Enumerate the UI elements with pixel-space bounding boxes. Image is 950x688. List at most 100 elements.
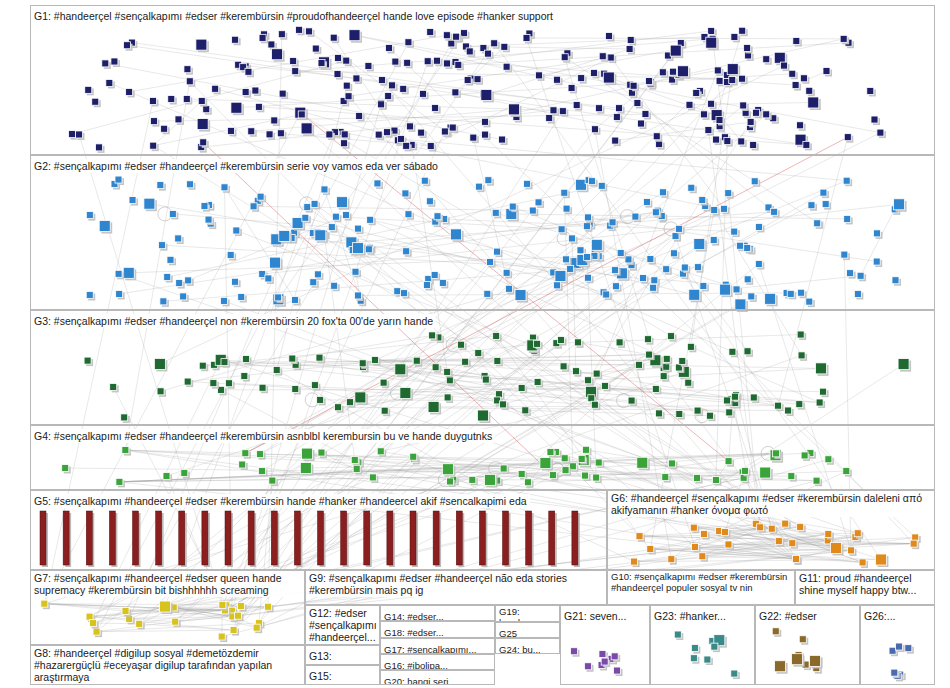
vertex: [149, 97, 156, 104]
tie-line: [224, 187, 295, 300]
vertex: [355, 392, 366, 403]
vertex: [404, 59, 411, 66]
vertex: [540, 458, 551, 469]
vertex: [474, 76, 481, 83]
vertex: [90, 620, 97, 627]
vertex: [601, 658, 608, 665]
tie-line: [596, 453, 776, 477]
vertex: [462, 358, 469, 365]
tie-line: [154, 113, 756, 121]
vertex: [86, 613, 93, 620]
vertex: [670, 250, 677, 257]
vertex: [218, 633, 225, 640]
group-title: G18: #edser...: [381, 627, 447, 638]
vertex: [423, 282, 430, 289]
vertex: [792, 555, 799, 562]
vertex: [699, 553, 706, 560]
vertex: [663, 266, 670, 273]
vertex: [169, 210, 176, 217]
vertex: [822, 201, 829, 208]
vertex: [115, 176, 122, 183]
vertex-shadow: [602, 291, 609, 298]
vertex: [567, 265, 574, 272]
vertex: [844, 134, 851, 141]
group-title: G26:...: [861, 609, 899, 623]
vertex: [378, 77, 385, 84]
vertex: [455, 61, 462, 68]
group-title: G10: #sençalkapımı #edser #kerembürsin #…: [608, 571, 794, 594]
vertex: [241, 373, 248, 380]
tie-line: [105, 63, 502, 139]
vertex: [744, 276, 751, 283]
vertex: [402, 190, 409, 197]
vertex: [123, 267, 134, 278]
vertex: [232, 278, 239, 285]
vertex: [710, 237, 717, 244]
vertex: [275, 294, 282, 301]
vertex: [353, 466, 360, 473]
vertex: [310, 279, 317, 286]
vertex-column: [156, 511, 162, 565]
vertex: [891, 669, 898, 676]
vertex: [175, 235, 182, 242]
vertex: [785, 407, 792, 414]
vertex: [799, 636, 806, 643]
vertex: [591, 239, 602, 250]
vertex: [482, 118, 489, 125]
tie-line: [119, 212, 656, 294]
vertex: [300, 462, 311, 473]
group-panel: G7: #sençalkapımı #handeerçel #edser que…: [30, 570, 305, 645]
tie-line: [796, 71, 827, 85]
vertex: [345, 93, 352, 100]
vertex: [875, 554, 886, 565]
tie-line: [307, 454, 665, 478]
vertex: [573, 102, 580, 109]
vertex: [681, 264, 688, 271]
tie-line: [296, 355, 650, 365]
vertex: [668, 460, 675, 467]
vertex: [476, 183, 483, 190]
vertex-column: [526, 511, 532, 565]
vertex: [716, 116, 723, 123]
vertex: [257, 451, 264, 458]
vertex: [704, 656, 711, 663]
vertex: [843, 468, 850, 475]
vertex: [405, 211, 412, 218]
group-title: G11: proud #handeerçel shine myself happ…: [796, 571, 934, 597]
tie-line: [125, 450, 245, 453]
vertex: [782, 520, 789, 527]
vertex: [706, 37, 717, 48]
vertex: [603, 291, 610, 298]
vertex: [739, 75, 746, 82]
vertex: [656, 410, 663, 417]
vertex: [578, 75, 585, 82]
vertex: [491, 40, 498, 47]
tie-line: [222, 131, 444, 604]
tie-line: [234, 111, 563, 630]
tie-line: [412, 145, 448, 372]
vertex: [711, 207, 718, 214]
vertex: [451, 229, 462, 240]
vertex: [772, 628, 779, 635]
tie-line: [473, 138, 509, 289]
vertex: [242, 356, 249, 363]
vertex: [563, 205, 570, 212]
tie-line: [556, 335, 800, 344]
group-panel: G6: #handeerçel #sençalkapımı #edser #ke…: [607, 490, 935, 570]
vertex: [385, 93, 392, 100]
vertex: [154, 358, 165, 369]
vertex: [741, 467, 748, 474]
tie-line: [305, 218, 603, 293]
vertex-column: [341, 511, 347, 565]
vertex: [781, 62, 788, 69]
vertex: [793, 37, 800, 44]
vertex-column: [86, 511, 92, 565]
tie-line: [676, 236, 772, 529]
vertex: [446, 377, 453, 384]
vertex: [554, 282, 561, 289]
tie-line: [713, 39, 725, 137]
vertex: [96, 144, 103, 151]
vertex-column: [433, 511, 439, 565]
vertex: [647, 546, 654, 553]
vertex: [272, 49, 283, 60]
